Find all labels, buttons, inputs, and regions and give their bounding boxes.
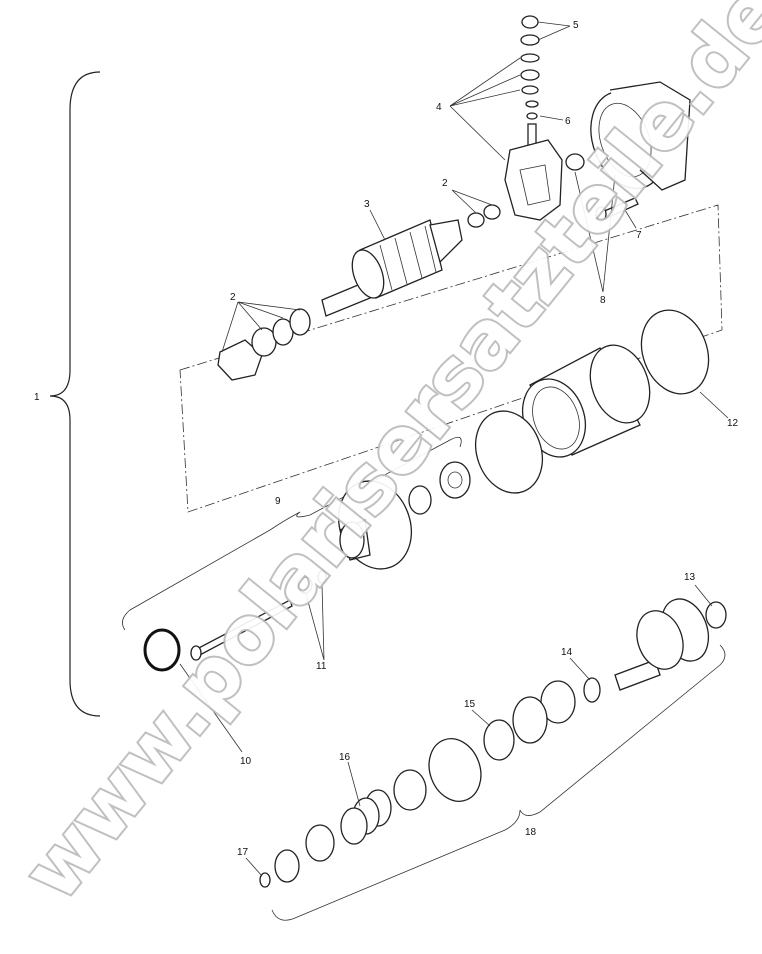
callout-11: 11	[316, 661, 327, 672]
lock-plate	[217, 339, 263, 381]
collar	[305, 824, 335, 862]
callout-9: 9	[275, 496, 281, 507]
needle-bearing	[408, 485, 432, 515]
callout-4: 4	[436, 102, 442, 113]
pinion-shaft	[614, 598, 710, 691]
yoke	[522, 344, 651, 458]
bushing	[565, 153, 585, 171]
bolt-head	[190, 645, 202, 661]
ring-15	[483, 719, 515, 761]
spring-16	[340, 789, 392, 845]
washer	[467, 212, 485, 228]
brace-18	[271, 644, 726, 921]
sleeve	[393, 769, 427, 811]
end-cover	[590, 81, 691, 191]
callout-8: 8	[600, 295, 606, 306]
clip-17	[259, 872, 271, 888]
callout-7: 7	[636, 230, 642, 241]
tab-washer	[297, 576, 313, 594]
callout-12: 12	[727, 418, 739, 429]
brace-9	[122, 436, 462, 631]
callout-15: 15	[464, 699, 476, 710]
overrunning-clutch	[428, 738, 482, 802]
housing-frame	[179, 204, 723, 513]
callout-5: 5	[573, 20, 579, 31]
o-ring	[640, 309, 710, 395]
bearing	[439, 461, 471, 499]
callout-6: 6	[565, 116, 571, 127]
watermark: www.polarisersatzteile.de	[7, 0, 762, 917]
o-ring-10	[143, 628, 181, 672]
callout-17: 17	[237, 847, 249, 858]
brush-plate	[504, 139, 563, 221]
leader-lines	[179, 21, 729, 877]
callout-14: 14	[561, 647, 573, 658]
washer-13	[705, 601, 727, 629]
callout-18: 18	[525, 827, 537, 838]
callout-13: 13	[684, 572, 696, 583]
callout-2: 2	[230, 292, 236, 303]
callout-1: 1	[34, 392, 40, 403]
callout-3: 3	[364, 199, 370, 210]
bearing-bore	[447, 471, 463, 489]
stop-collar	[274, 849, 300, 883]
washer	[483, 204, 501, 220]
snap-ring-14	[583, 677, 601, 703]
o-ring	[475, 410, 543, 494]
drive-housing	[338, 480, 412, 570]
assembly-brace	[49, 71, 101, 717]
callout-10: 10	[240, 756, 252, 767]
o-ring-small	[317, 570, 327, 584]
armature	[321, 219, 463, 317]
callout-16: 16	[339, 752, 351, 763]
washer	[289, 308, 311, 336]
clutch-retainer	[512, 696, 548, 744]
nut-washer-stack	[520, 15, 540, 147]
brush-plate-detail	[519, 164, 551, 206]
callout-2: 2	[442, 178, 448, 189]
